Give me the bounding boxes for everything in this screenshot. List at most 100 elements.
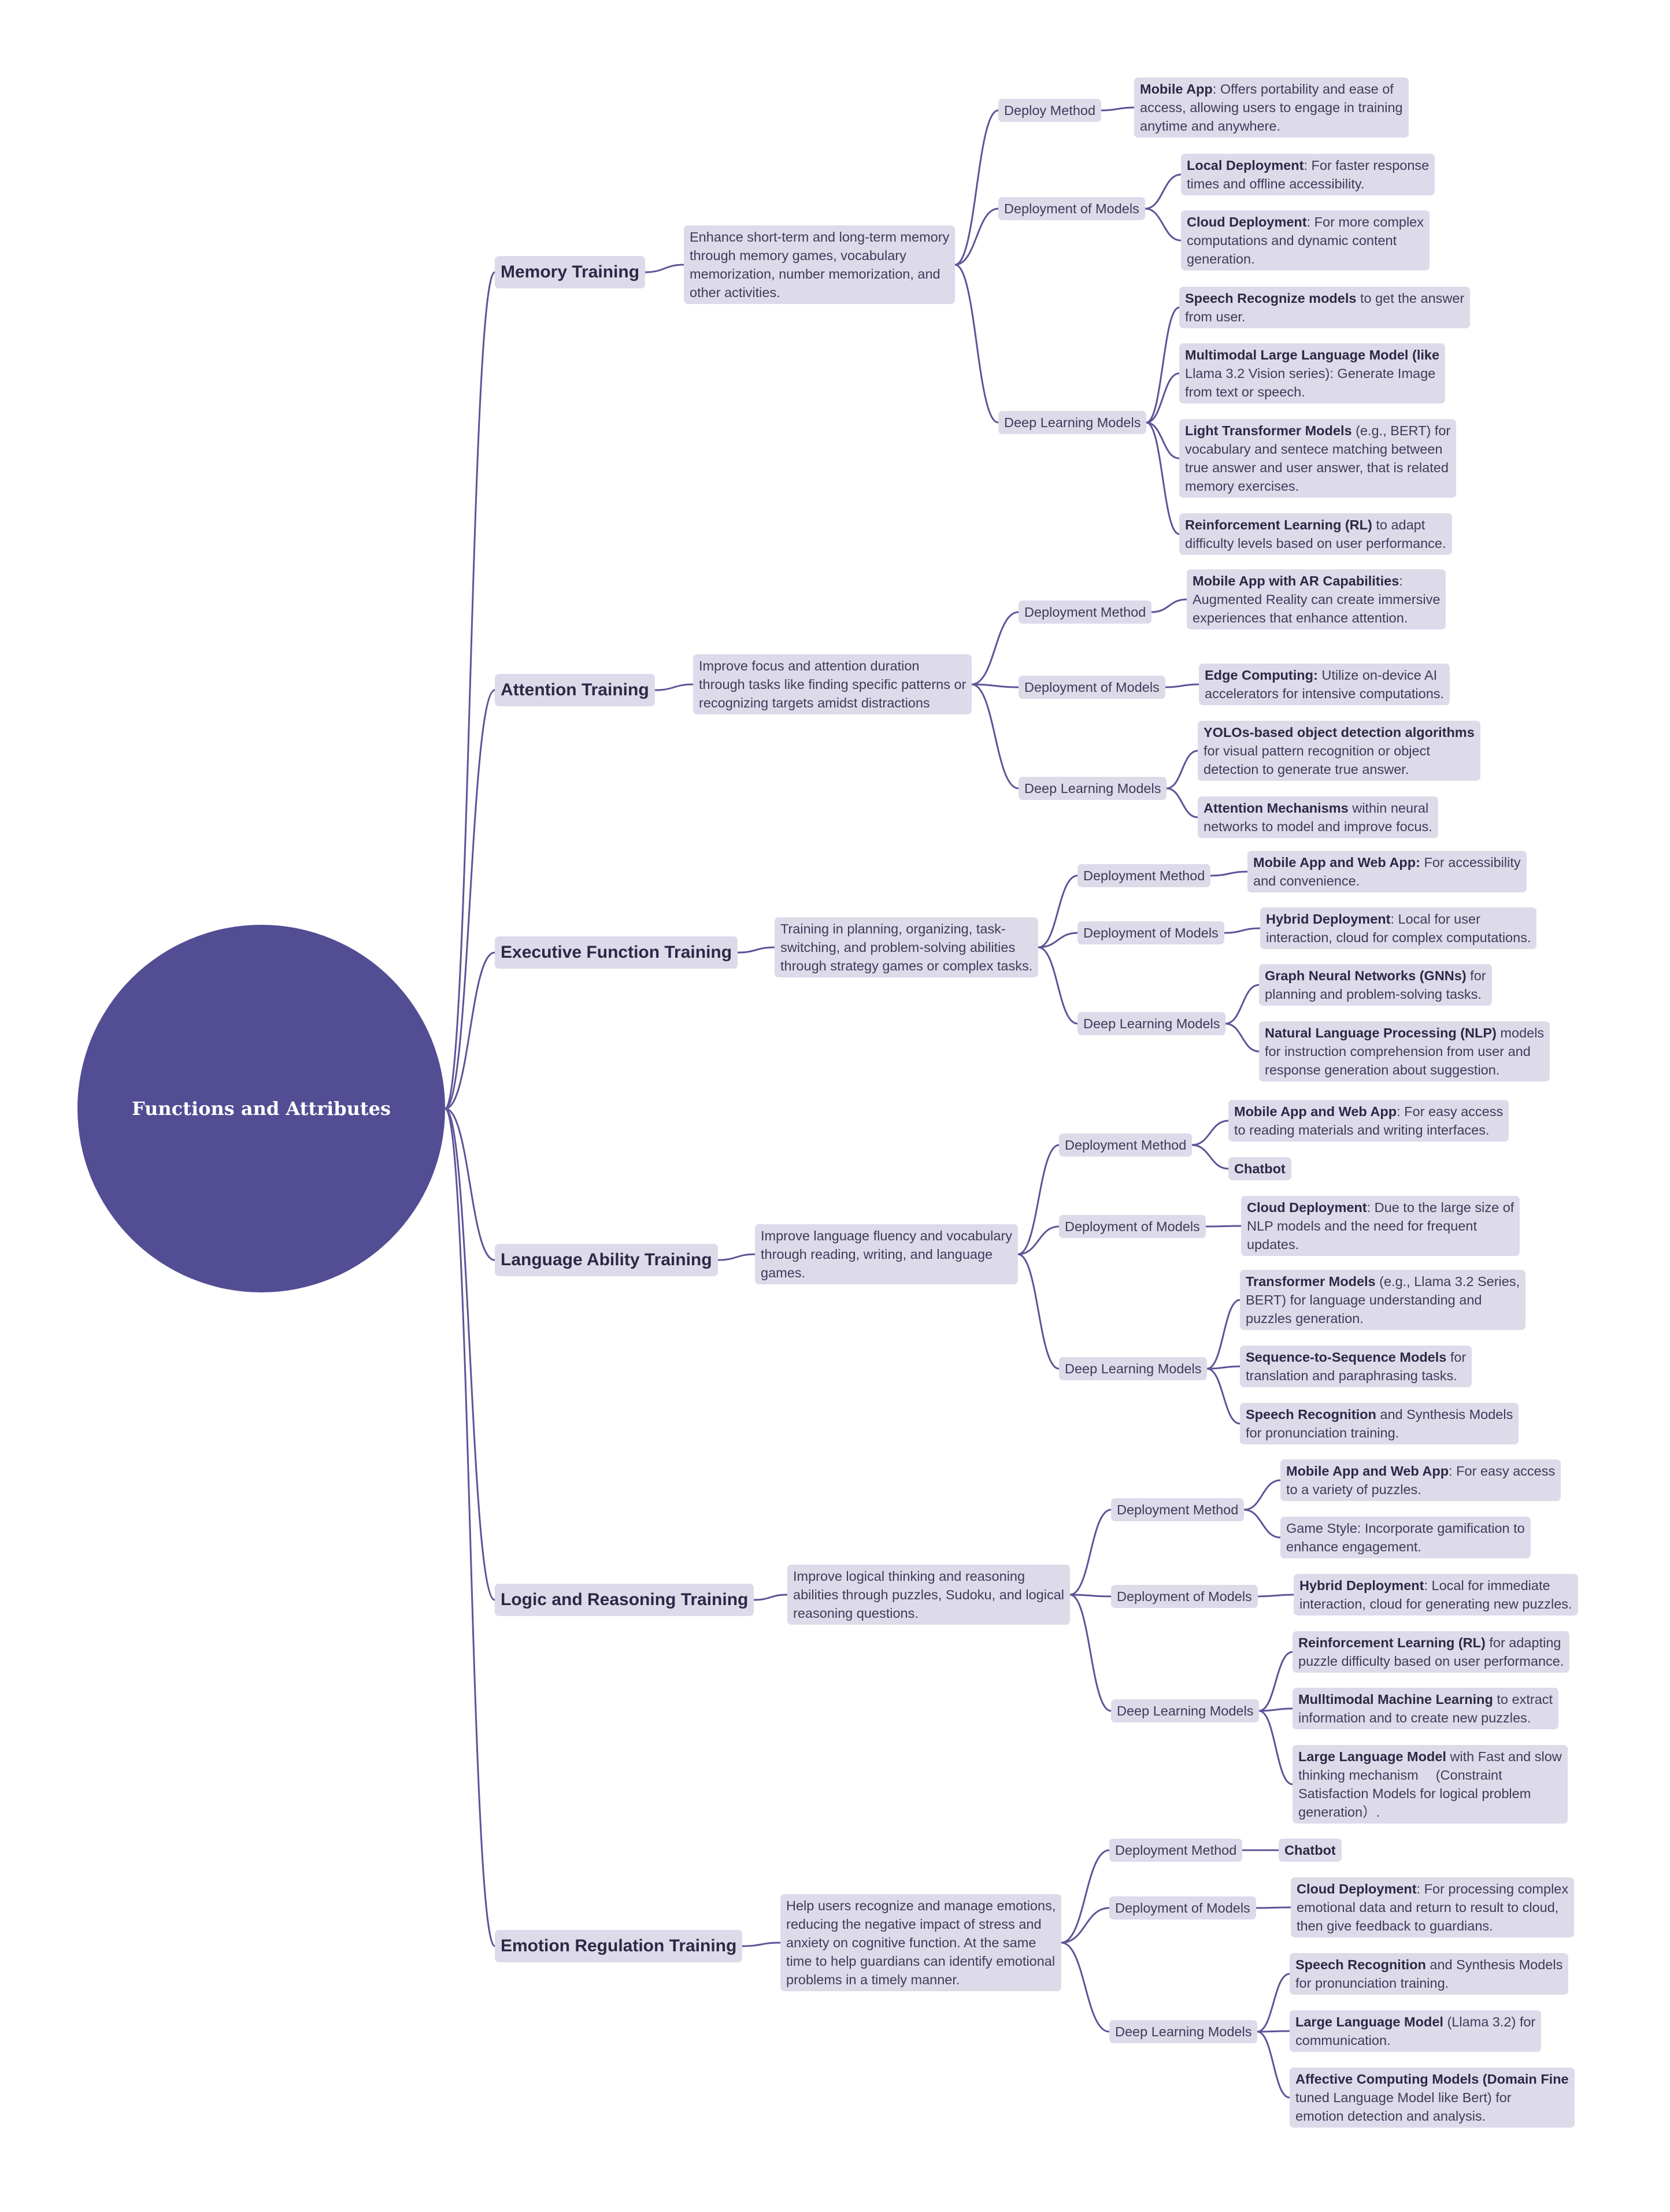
connector-line xyxy=(1061,1907,1110,1944)
detail-item[interactable]: Cloud Deployment: For processing complex… xyxy=(1291,1877,1575,1937)
detail-bold: Sequence-to-Sequence Models xyxy=(1246,1350,1447,1365)
group-deployment-method[interactable]: Deployment Method xyxy=(1111,1498,1245,1521)
group-deployment-of-models[interactable]: Deployment of Models xyxy=(998,197,1145,220)
detail-item[interactable]: Reinforcement Learning (RL) for adapting… xyxy=(1293,1631,1570,1673)
description-line: anxiety on cognitive function. At the sa… xyxy=(786,1935,1036,1950)
detail-item[interactable]: Natural Language Processing (NLP) models… xyxy=(1259,1021,1550,1081)
connector-line xyxy=(1069,1594,1112,1598)
connector-line xyxy=(1017,1253,1060,1370)
detail-bold: Reinforcement Learning (RL) xyxy=(1185,517,1372,532)
category-logic-and-reasoning-training[interactable]: Logic and Reasoning Training xyxy=(495,1584,754,1616)
group-label: Deployment of Models xyxy=(1115,1900,1250,1915)
description-line: Improve focus and attention duration xyxy=(699,658,920,673)
detail-item[interactable]: Mobile App: Offers portability and ease … xyxy=(1134,77,1409,138)
detail-bold: Light Transformer Models xyxy=(1185,423,1352,438)
description-line: Improve language fluency and vocabulary xyxy=(761,1228,1013,1243)
detail-line: accelerators for intensive computations. xyxy=(1205,686,1445,701)
connector-line xyxy=(1069,1509,1112,1596)
group-deployment-method[interactable]: Deployment Method xyxy=(1077,864,1211,887)
connector-line xyxy=(742,1941,781,1947)
detail-bold: Large Language Model xyxy=(1298,1749,1446,1764)
detail-bold: Mobile App and Web App: xyxy=(1253,855,1420,870)
group-deployment-of-models[interactable]: Deployment of Models xyxy=(1019,676,1165,699)
category-memory-training[interactable]: Memory Training xyxy=(495,256,646,288)
connector-line xyxy=(1038,932,1078,948)
group-deep-learning-models[interactable]: Deep Learning Models xyxy=(1019,777,1167,800)
category-language-ability-training[interactable]: Language Ability Training xyxy=(495,1244,718,1276)
group-deep-learning-models[interactable]: Deep Learning Models xyxy=(1111,1699,1260,1722)
detail-line: from text or speech. xyxy=(1185,384,1305,399)
group-deployment-of-models[interactable]: Deployment of Models xyxy=(1077,921,1224,944)
description-line: reducing the negative impact of stress a… xyxy=(786,1917,1042,1932)
detail-item[interactable]: Mobile App and Web App: For accessibilit… xyxy=(1247,851,1527,892)
group-deployment-method[interactable]: Deployment Method xyxy=(1019,601,1152,624)
group-label: Deployment of Models xyxy=(1065,1219,1200,1234)
category-title: Language Ability Training xyxy=(501,1250,712,1269)
detail-item[interactable]: Transformer Models (e.g., Llama 3.2 Seri… xyxy=(1240,1270,1526,1330)
group-deployment-method[interactable]: Deployment Method xyxy=(1059,1133,1193,1157)
detail-item[interactable]: Mobile App with AR Capabilities:Augmente… xyxy=(1187,569,1446,629)
detail-bold: Reinforcement Learning (RL) xyxy=(1298,1635,1486,1650)
detail-item[interactable]: Speech Recognize models to get the answe… xyxy=(1179,287,1471,328)
connector-line xyxy=(1061,1941,1110,2033)
detail-bold: Cloud Deployment xyxy=(1297,1881,1417,1896)
group-deployment-of-models[interactable]: Deployment of Models xyxy=(1059,1215,1206,1238)
category-executive-function-training[interactable]: Executive Function Training xyxy=(495,936,738,969)
detail-item[interactable]: Chatbot xyxy=(1279,1839,1342,1862)
detail-text: for xyxy=(1466,968,1486,983)
connector-line xyxy=(444,1107,496,1947)
detail-bold: YOLOs-based object detection algorithms xyxy=(1204,725,1475,740)
detail-item[interactable]: Light Transformer Models (e.g., BERT) fo… xyxy=(1179,419,1457,498)
detail-bold: Chatbot xyxy=(1234,1161,1286,1176)
group-deploy-method[interactable]: Deploy Method xyxy=(998,99,1102,122)
connector-line xyxy=(1206,1365,1241,1370)
group-deep-learning-models[interactable]: Deep Learning Models xyxy=(1059,1357,1208,1380)
detail-bold: Mobile App xyxy=(1140,81,1213,97)
detail-bold: Mulltimodal Machine Learning xyxy=(1298,1692,1493,1707)
connector-line xyxy=(1243,1509,1281,1539)
category-attention-training[interactable]: Attention Training xyxy=(495,674,655,706)
detail-item[interactable]: Cloud Deployment: Due to the large size … xyxy=(1241,1196,1520,1256)
group-deep-learning-models[interactable]: Deep Learning Models xyxy=(1077,1012,1226,1035)
detail-item[interactable]: Chatbot xyxy=(1228,1157,1291,1180)
root-node[interactable]: Functions and Attributes xyxy=(77,925,445,1292)
group-deployment-method[interactable]: Deployment Method xyxy=(1109,1839,1243,1862)
connector-line xyxy=(1146,421,1180,460)
connector-line xyxy=(444,271,496,1110)
detail-text: Utilize on-device AI xyxy=(1317,668,1438,683)
connector-line xyxy=(1256,1906,1291,1909)
connector-line xyxy=(737,946,775,954)
detail-text: to extract xyxy=(1493,1692,1553,1707)
detail-line: emotional data and return to result to c… xyxy=(1297,1900,1559,1915)
group-label: Deep Learning Models xyxy=(1117,1703,1254,1718)
connector-line xyxy=(445,689,495,1110)
detail-line: to a variety of puzzles. xyxy=(1286,1482,1421,1497)
detail-line: true answer and user answer, that is rel… xyxy=(1185,460,1449,475)
group-deployment-of-models[interactable]: Deployment of Models xyxy=(1109,1896,1256,1920)
group-deployment-of-models[interactable]: Deployment of Models xyxy=(1111,1585,1258,1608)
group-deep-learning-models[interactable]: Deep Learning Models xyxy=(998,411,1147,434)
category-emotion-regulation-training[interactable]: Emotion Regulation Training xyxy=(495,1930,743,1962)
group-deep-learning-models[interactable]: Deep Learning Models xyxy=(1109,2020,1258,2043)
